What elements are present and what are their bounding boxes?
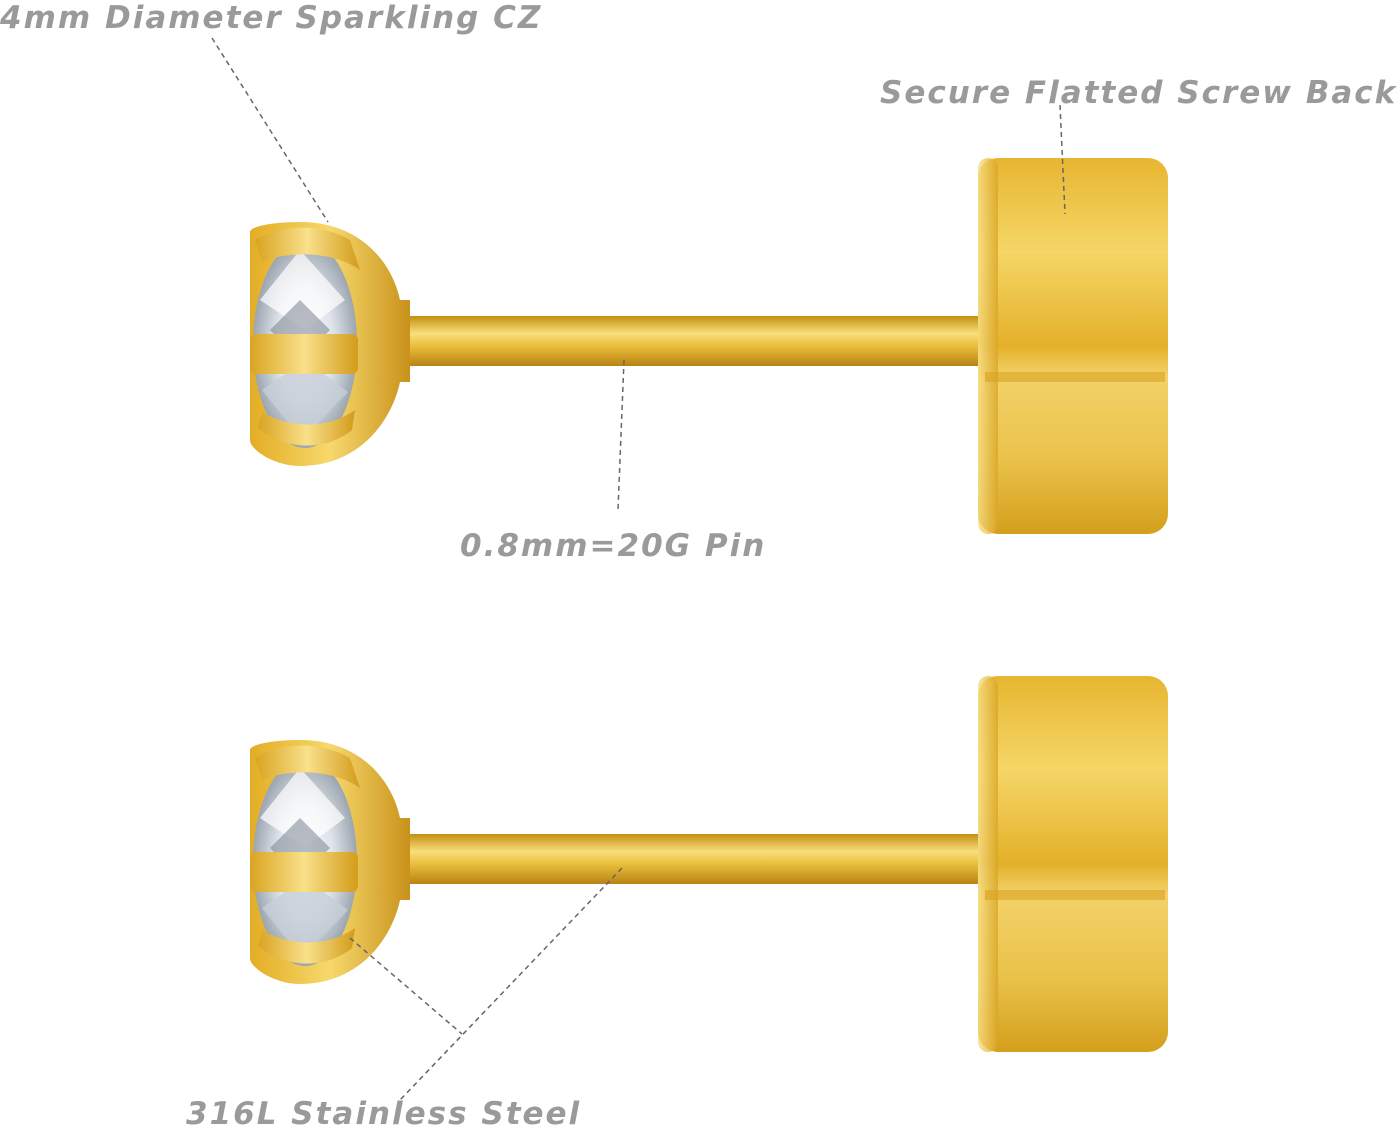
top-earring bbox=[250, 158, 1168, 534]
cz-diameter-label: 4mm Diameter Sparkling CZ bbox=[0, 0, 543, 36]
cz-setting bbox=[250, 740, 410, 984]
screw-back-label: Secure Flatted Screw Back bbox=[880, 75, 1397, 111]
leader-cz bbox=[211, 37, 329, 223]
leader-back bbox=[1059, 104, 1066, 215]
leader-steel-pin bbox=[399, 867, 623, 1101]
pin-bar bbox=[400, 316, 990, 366]
leader-lines bbox=[211, 37, 1066, 1101]
material-label: 316L Stainless Steel bbox=[186, 1096, 582, 1132]
pin-bar bbox=[400, 834, 990, 884]
pin-gauge-label: 0.8mm=20G Pin bbox=[460, 528, 767, 564]
bottom-earring bbox=[250, 676, 1168, 1052]
screw-back bbox=[978, 158, 1168, 534]
leader-pin bbox=[617, 359, 625, 511]
cz-setting bbox=[250, 222, 410, 466]
screw-back bbox=[978, 676, 1168, 1052]
leader-steel-cup bbox=[349, 937, 463, 1035]
